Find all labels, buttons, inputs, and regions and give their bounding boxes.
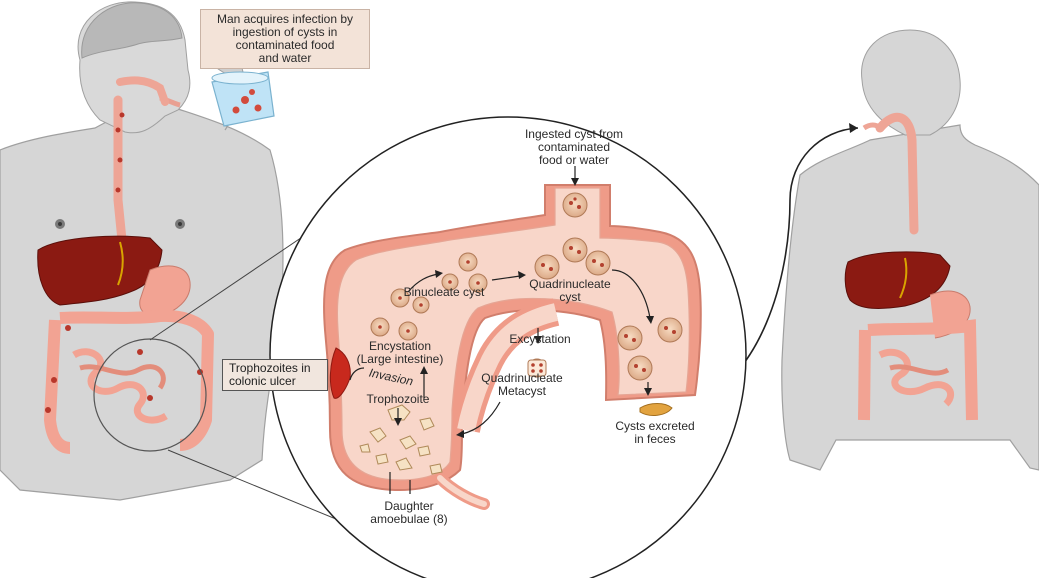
excystation-label: Excystation [500, 333, 580, 346]
infection-note: Man acquires infection by ingestion of c… [200, 9, 370, 69]
quadrinucleate-metacyst-label: Quadrinucleate Metacyst [470, 372, 574, 398]
cysts-excreted-label: Cysts excreted in feces [600, 420, 710, 446]
water-glass-icon [212, 72, 274, 126]
quadrinucleate-cyst-label: Quadrinucleate cyst [520, 278, 620, 304]
trophozoites-ulcer-label: Trophozoites in colonic ulcer [222, 359, 328, 391]
right-human-figure [782, 30, 1039, 470]
trophozoite-label: Trophozoite [356, 393, 440, 406]
binucleate-cyst-label: Binucleate cyst [394, 286, 494, 299]
ingested-cyst-label: Ingested cyst from contaminated food or … [508, 128, 640, 167]
encystation-label: Encystation (Large intestine) [342, 340, 458, 366]
daughter-amoebulae-label: Daughter amoebulae (8) [356, 500, 462, 526]
